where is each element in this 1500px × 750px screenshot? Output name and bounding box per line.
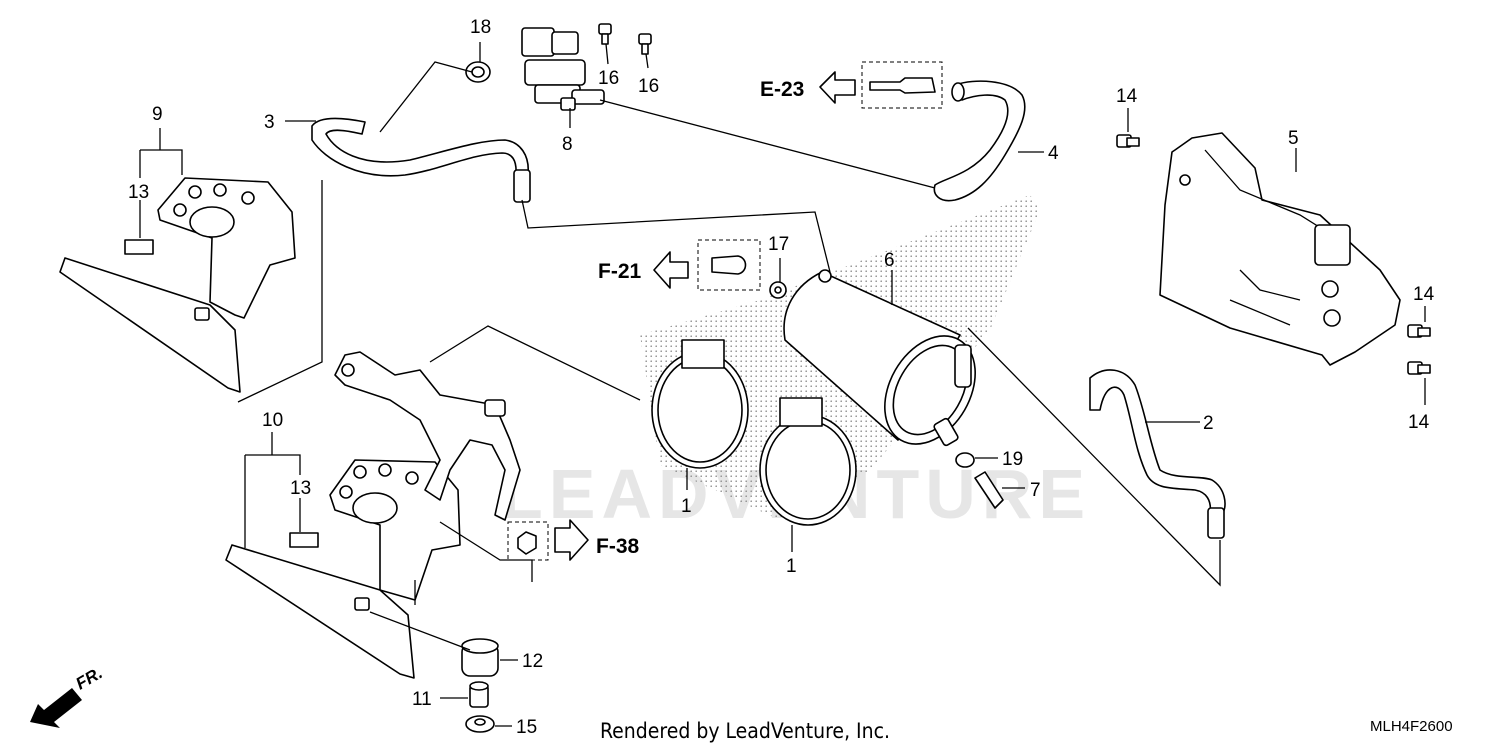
reference-f38[interactable]: F-38: [507, 519, 640, 561]
clip-17[interactable]: [769, 281, 787, 299]
collar-11[interactable]: [469, 681, 489, 708]
callout-14-a: 14: [1116, 86, 1138, 107]
callout-11: 11: [412, 689, 432, 710]
clip-18[interactable]: [465, 61, 491, 83]
canister-stay[interactable]: [334, 351, 521, 521]
hose-2[interactable]: [1089, 369, 1226, 539]
callout-12: 12: [522, 651, 543, 672]
callout-2: 2: [1203, 413, 1214, 434]
callout-4: 4: [1048, 143, 1059, 164]
svg-text:E-23: E-23: [760, 78, 804, 101]
callout-10: 10: [262, 410, 283, 431]
bolt-14-a[interactable]: [1116, 134, 1140, 148]
callout-7: 7: [1030, 480, 1041, 501]
leader-lines: [139, 42, 1426, 727]
svg-text:FR.: FR.: [73, 663, 106, 693]
purge-solenoid-valve-8[interactable]: [521, 27, 605, 111]
callout-labels: 18 16 16 3 8 4 9 13 14 5 17 6 14 14 2 10…: [128, 17, 1435, 738]
band-1-a[interactable]: [651, 339, 749, 469]
callout-17: 17: [768, 234, 789, 255]
callout-5: 5: [1288, 128, 1299, 149]
callout-3: 3: [264, 112, 275, 133]
nut-15[interactable]: [465, 715, 495, 733]
reference-e23[interactable]: E-23: [760, 61, 943, 109]
callout-18: 18: [470, 17, 491, 38]
callout-13-b: 13: [290, 478, 311, 499]
callout-1-b: 1: [786, 556, 797, 577]
callout-16-b: 16: [638, 76, 659, 97]
bolt-16-a[interactable]: [598, 23, 612, 45]
canister-cover-5[interactable]: [1159, 132, 1401, 366]
hose-4[interactable]: [933, 80, 1026, 202]
callout-9: 9: [152, 104, 163, 125]
canister-6[interactable]: [783, 269, 994, 460]
diagram-code: MLH4F2600: [1370, 718, 1453, 735]
hose-3[interactable]: [311, 117, 531, 203]
reference-f21[interactable]: F-21: [598, 239, 761, 291]
bolt-14-b[interactable]: [1407, 324, 1431, 338]
o-ring-19[interactable]: [955, 452, 975, 468]
callout-6: 6: [884, 250, 895, 271]
footer-credit: Rendered by LeadVenture, Inc.: [600, 719, 890, 743]
callout-8: 8: [562, 134, 573, 155]
callout-13-a: 13: [128, 182, 149, 203]
bolt-14-c[interactable]: [1407, 361, 1431, 375]
svg-text:F-38: F-38: [596, 535, 640, 558]
callout-15: 15: [516, 717, 537, 738]
callout-19: 19: [1002, 449, 1023, 470]
callout-16-a: 16: [598, 68, 619, 89]
joint-7[interactable]: [974, 471, 1004, 509]
callout-14-c: 14: [1408, 412, 1430, 433]
protector-10[interactable]: [225, 459, 461, 679]
svg-text:F-21: F-21: [598, 260, 642, 283]
grommet-12[interactable]: [461, 638, 499, 677]
callout-14-b: 14: [1413, 284, 1435, 305]
callout-1-a: 1: [681, 496, 692, 517]
front-direction-arrow: FR.: [30, 663, 106, 728]
protector-9[interactable]: [59, 177, 296, 393]
bolt-16-b[interactable]: [638, 33, 652, 55]
band-1-b[interactable]: [759, 397, 857, 526]
